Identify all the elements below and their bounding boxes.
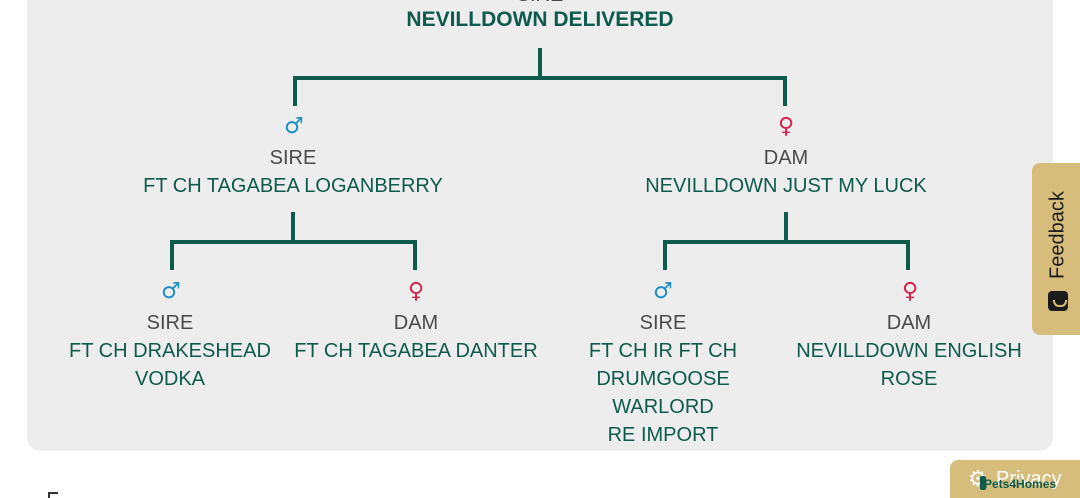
name-line: DRUMGOOSE WARLORD xyxy=(596,368,730,418)
dam-name[interactable]: NEVILLDOWN JUST MY LUCK xyxy=(645,175,927,197)
female-icon: ♀ xyxy=(777,114,795,139)
name-line: FT CH TAGABEA DANTER xyxy=(294,340,538,362)
root-name[interactable]: NEVILLDOWN DELIVERED xyxy=(406,8,674,31)
male-icon: ♂ xyxy=(161,279,181,304)
dam-sire-role: SIRE xyxy=(639,312,687,334)
name-line: RE IMPORT xyxy=(607,424,719,446)
male-icon: ♂ xyxy=(284,114,304,139)
root-role: SIRE xyxy=(490,0,590,7)
dam-dam-role: DAM xyxy=(886,312,932,334)
smiley-icon xyxy=(1048,291,1068,311)
name-line: FT CH IR FT CH xyxy=(588,340,738,362)
female-icon: ♀ xyxy=(901,279,919,304)
sire-dam-name[interactable]: FT CH TAGABEA DANTER xyxy=(291,337,541,365)
sire-sire-name[interactable]: FT CH DRAKESHEAD VODKA xyxy=(50,337,290,393)
privacy-label: Privacy xyxy=(996,468,1062,490)
sire-role: SIRE xyxy=(269,147,317,169)
brand-name: Pets4Homes xyxy=(984,477,1057,491)
dam-sire-name[interactable]: FT CH IR FT CH DRUMGOOSE WARLORD RE IMPO… xyxy=(543,337,783,449)
name-line: NEVILLDOWN ENGLISH xyxy=(796,340,1022,362)
sire-dam-role: DAM xyxy=(393,312,439,334)
brand-logo-icon xyxy=(980,476,986,490)
name-line: VODKA xyxy=(134,368,206,390)
partial-glyph xyxy=(48,492,58,498)
dam-role: DAM xyxy=(763,147,809,169)
feedback-label: Feedback xyxy=(1046,191,1069,279)
female-icon: ♀ xyxy=(407,279,425,304)
name-line: FT CH DRAKESHEAD xyxy=(69,340,271,362)
sire-sire-role: SIRE xyxy=(146,312,194,334)
sire-name[interactable]: FT CH TAGABEA LOGANBERRY xyxy=(143,175,443,197)
privacy-button[interactable]: ⚙ Privacy Pets4Homes xyxy=(950,460,1080,498)
dam-dam-name[interactable]: NEVILLDOWN ENGLISH ROSE xyxy=(789,337,1029,393)
name-line: ROSE xyxy=(880,368,938,390)
feedback-button[interactable]: Feedback xyxy=(1032,163,1080,335)
male-icon: ♂ xyxy=(653,279,673,304)
